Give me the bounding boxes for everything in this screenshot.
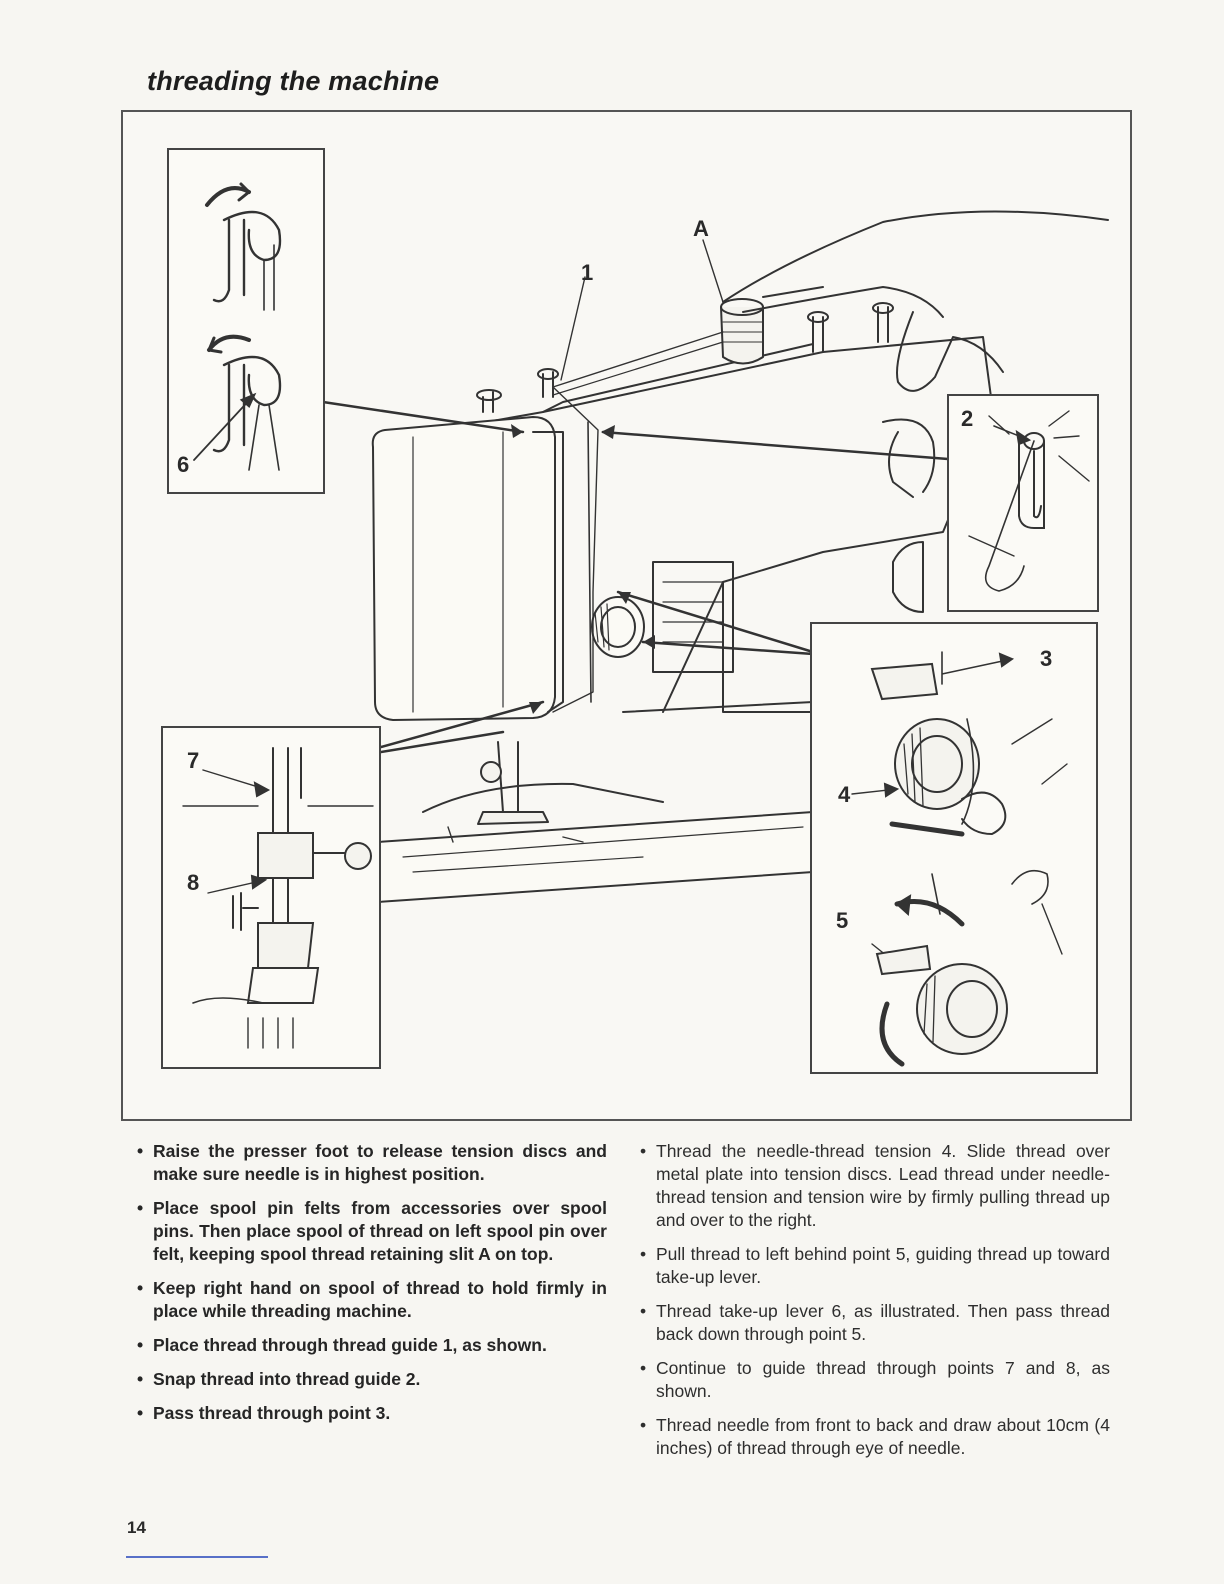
instruction-step: Thread take-up lever 6, as illustrated. … [640,1300,1110,1346]
label-5: 5 [836,908,849,933]
inset-take-up-lever: 6 [167,148,325,494]
label-3: 3 [1040,646,1053,671]
label-6: 6 [177,452,190,477]
instruction-step: Continue to guide thread through points … [640,1357,1110,1403]
instruction-step: Thread the needle-thread tension 4. Slid… [640,1140,1110,1232]
instruction-step: Snap thread into thread guide 2. [137,1368,607,1391]
instruction-step: Place thread through thread guide 1, as … [137,1334,607,1357]
label-1: 1 [581,260,594,285]
footer-rule [126,1556,268,1558]
instruction-step: Thread needle from front to back and dra… [640,1414,1110,1460]
page-title: threading the machine [147,66,440,96]
inset-tension-points: 3 4 5 [810,622,1098,1074]
label-A: A [693,216,709,241]
page-number: 14 [127,1518,146,1537]
label-4: 4 [838,782,851,807]
instruction-step: Place spool pin felts from accessories o… [137,1197,607,1266]
sewing-machine-illustration [321,210,1109,903]
label-7: 7 [187,748,200,773]
label-2: 2 [961,406,974,431]
instructions-right-column: Thread the needle-thread tension 4. Slid… [640,1140,1110,1471]
instruction-step: Pull thread to left behind point 5, guid… [640,1243,1110,1289]
instruction-step: Keep right hand on spool of thread to ho… [137,1277,607,1323]
threading-diagram: 6 2 [121,110,1132,1121]
instruction-step: Raise the presser foot to release tensio… [137,1140,607,1186]
inset-needle-points: 7 8 [161,726,381,1069]
instruction-step: Pass thread through point 3. [137,1402,607,1425]
label-8: 8 [187,870,200,895]
instructions-left-column: Raise the presser foot to release tensio… [137,1140,607,1436]
inset-thread-guide-2: 2 [947,394,1099,612]
